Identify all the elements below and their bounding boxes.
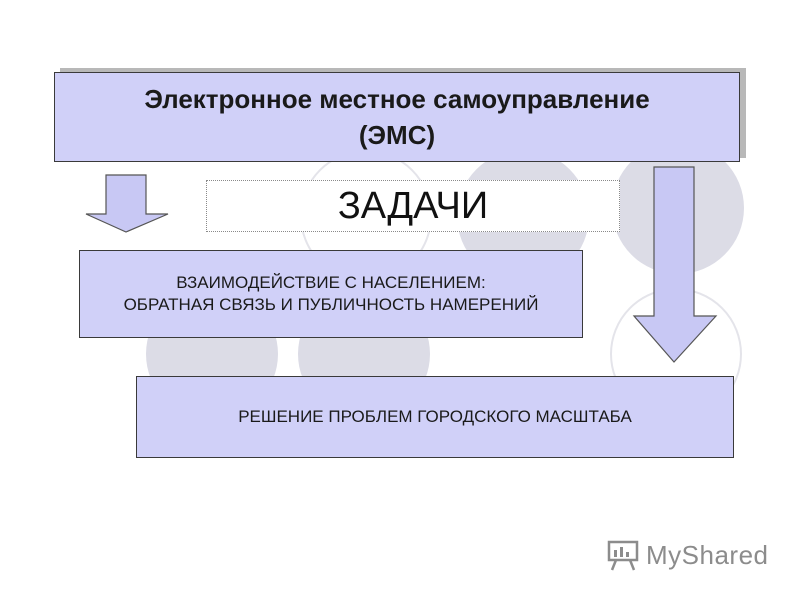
title-line-1: Электронное местное самоуправление bbox=[144, 84, 650, 114]
watermark-text: MyShared bbox=[646, 539, 769, 570]
presentation-board-icon bbox=[607, 540, 639, 571]
interaction-box: ВЗАИМОДЕЙСТВИЕ С НАСЕЛЕНИЕМ: ОБРАТНАЯ СВ… bbox=[79, 250, 583, 338]
tasks-label: ЗАДАЧИ bbox=[337, 184, 489, 227]
arrow-down-icon bbox=[632, 166, 718, 363]
solution-box: РЕШЕНИЕ ПРОБЛЕМ ГОРОДСКОГО МАСШТАБА bbox=[136, 376, 734, 458]
solution-text: РЕШЕНИЕ ПРОБЛЕМ ГОРОДСКОГО МАСШТАБА bbox=[238, 407, 632, 426]
interaction-line-1: ВЗАИМОДЕЙСТВИЕ С НАСЕЛЕНИЕМ: bbox=[176, 273, 486, 292]
title-box: Электронное местное самоуправление (ЭМС) bbox=[54, 72, 740, 162]
tasks-label-box: ЗАДАЧИ bbox=[206, 180, 620, 232]
arrow-down-icon bbox=[85, 174, 169, 233]
watermark[interactable]: MyShared bbox=[606, 538, 769, 572]
title-line-2: (ЭМС) bbox=[358, 120, 436, 150]
interaction-line-2: ОБРАТНАЯ СВЯЗЬ И ПУБЛИЧНОСТЬ НАМЕРЕНИЙ bbox=[123, 295, 539, 314]
